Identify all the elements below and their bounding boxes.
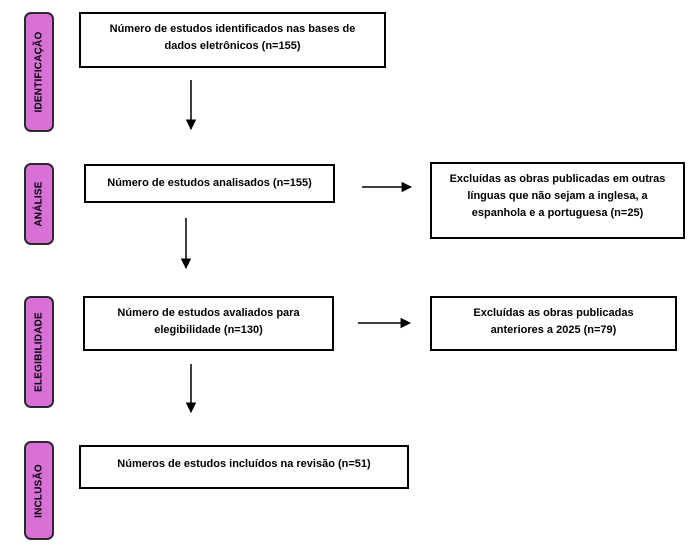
box-excluded-language-line-1: Excluídas as obras publicadas em outras [449, 173, 666, 185]
box-included-line-1: Números de estudos incluídos na revisão … [117, 458, 371, 470]
box-eligibility-line-2: elegibilidade (n=130) [154, 324, 263, 336]
box-excluded-date-line-1: Excluídas as obras publicadas [473, 307, 634, 319]
box-identified-line-1: Número de estudos identificados nas base… [109, 23, 356, 35]
box-excluded-language-line-2: línguas que não sejam a inglesa, a [467, 190, 648, 202]
box-included: Números de estudos incluídos na revisão … [79, 445, 409, 489]
stage-analise: ANÁLISE [24, 163, 54, 245]
box-excluded-date-line-2: anteriores a 2025 (n=79) [490, 324, 617, 336]
stage-inclusao: INCLUSÃO [24, 441, 54, 540]
box-excluded-date: Excluídas as obras publicadas anteriores… [430, 296, 677, 351]
box-excluded-language-line-3: espanhola e a portuguesa (n=25) [471, 207, 644, 219]
stage-elegibilidade: ELEGIBILIDADE [24, 296, 54, 408]
box-excluded-language: Excluídas as obras publicadas em outras … [430, 162, 685, 239]
box-analyzed: Número de estudos analisados (n=155) [84, 164, 335, 203]
box-analyzed-line-1: Número de estudos analisados (n=155) [107, 177, 312, 189]
stage-identificacao: IDENTIFICAÇÃO [24, 12, 54, 132]
box-identified: Número de estudos identificados nas base… [79, 12, 386, 68]
box-identified-line-2: dados eletrônicos (n=155) [164, 40, 301, 52]
box-eligibility: Número de estudos avaliados para elegibi… [83, 296, 334, 351]
box-eligibility-line-1: Número de estudos avaliados para [117, 307, 300, 319]
